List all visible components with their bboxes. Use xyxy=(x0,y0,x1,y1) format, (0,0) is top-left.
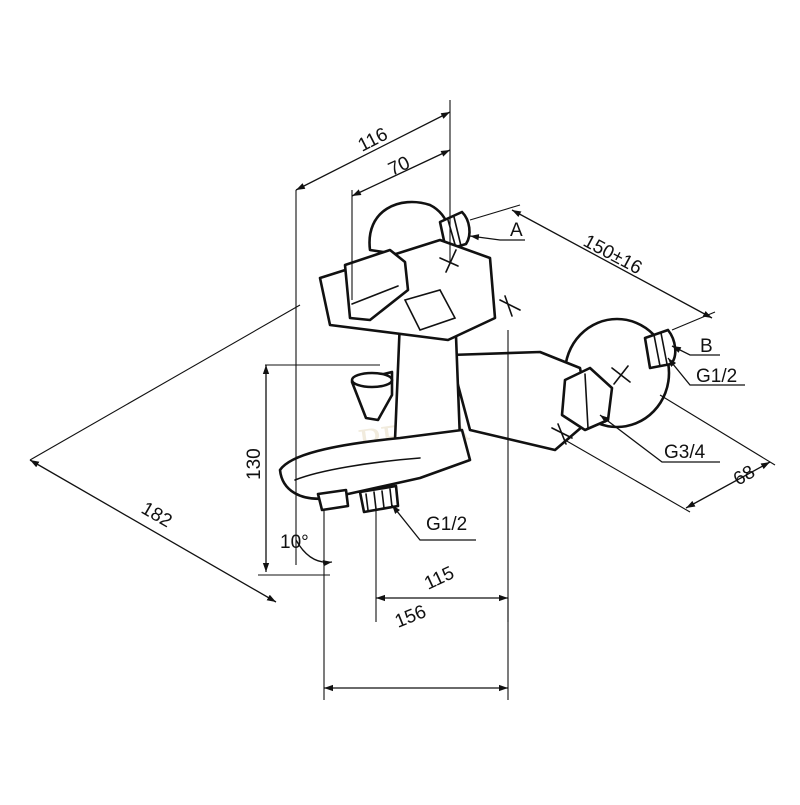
dim-70-label: 70 xyxy=(385,153,413,181)
aerator xyxy=(316,488,350,512)
dim-115-label: 115 xyxy=(421,563,457,595)
dim-150-label: 150±16 xyxy=(580,231,646,279)
dim-156-label: 156 xyxy=(392,601,429,632)
callout-a: A xyxy=(510,220,523,241)
callout-b: B xyxy=(700,336,713,357)
callout-g34: G3/4 xyxy=(664,442,706,463)
lever-handle[interactable] xyxy=(343,248,410,322)
connector-a xyxy=(438,210,471,252)
bottom-outlet xyxy=(358,484,400,514)
diverter-top xyxy=(350,371,394,389)
cross-a xyxy=(439,257,459,267)
dim-116-label: 116 xyxy=(355,124,392,156)
angle-label: 10° xyxy=(280,532,309,553)
callout-g12-top: G1/2 xyxy=(696,366,737,387)
callout-g12-bottom: G1/2 xyxy=(426,514,467,535)
dim-130-label: 130 xyxy=(244,448,265,480)
spout xyxy=(278,428,472,501)
dim-68-label: 68 xyxy=(730,462,759,491)
dimension-lines xyxy=(29,100,776,700)
dim-182-label: 182 xyxy=(138,498,176,532)
